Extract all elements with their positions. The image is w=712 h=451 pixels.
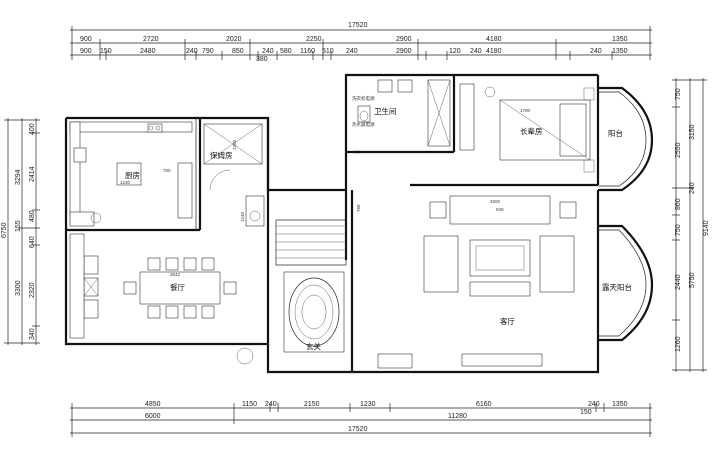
nanny-side-dim: 1240 [240,211,245,222]
top-dim: 2250 [306,36,322,43]
bath-note-1: 洗衣机电源 [352,95,375,102]
left-dim: 3294 [15,169,22,185]
top-dim: 2480 [140,48,156,55]
left-dim: 2414 [29,166,36,182]
top-dim: 120 [449,48,461,55]
bottom-dim: 2150 [304,401,320,408]
foyer-furniture [276,225,346,353]
top-dim: 580 [280,48,292,55]
kitchen-furniture [69,121,193,227]
nanny-label: 保姆房 [210,150,233,160]
right-dim: 860 [675,198,682,210]
sofa-dim: 760 [356,204,361,212]
bottom-dim: 1230 [360,401,376,408]
top-dim: 1350 [612,48,628,55]
left-dim: 400 [29,123,36,135]
top-dim: 900 [80,36,92,43]
bottom-dim: 150 [580,409,592,416]
top-dim: 2720 [143,36,159,43]
right-dim: 750 [675,88,682,100]
top-dim: 2020 [226,36,242,43]
bottom-dim: 4850 [145,401,161,408]
left-total-dim: 6750 [1,222,8,238]
walls [64,73,600,374]
bottom-dim: 6160 [476,401,492,408]
living-depth-dim: 940 [496,207,504,212]
annotations: 1230 700 1200 1240 1700 3200 940 760 254… [120,95,531,277]
left-dim: 480 [29,210,36,222]
top-dim: 240 [262,48,274,55]
right-dim: 3150 [689,124,696,140]
top-dim: 4180 [486,36,502,43]
nanny-dim: 1200 [232,139,237,150]
bottom-dim: 240 [265,401,277,408]
right-dim: 2440 [675,274,682,290]
bottom-dim: 1350 [612,401,628,408]
left-dim: 340 [29,328,36,340]
top-dim: 2900 [396,48,412,55]
nanny-furniture [203,123,265,227]
left-dim: 2320 [29,282,36,298]
top-dim: 2900 [396,36,412,43]
top-dim: 150 [100,48,112,55]
top-dim: 240 [346,48,358,55]
top-dim: 850 [232,48,244,55]
bottom-dim: 11280 [448,413,467,420]
bottom-dim: 1150 [242,401,257,408]
terrace-label: 露天阳台 [602,282,632,292]
table-dim: 2542 [170,272,181,277]
balcony-bays [598,86,654,342]
right-total-dim: 9140 [703,220,710,236]
right-dimension-lines: 9140 3150 5750 240 750 2550 860 750 2440… [672,78,710,372]
kitchen-label: 厨房 [125,170,140,180]
top-dim: 790 [202,48,214,55]
top-dimension-lines: 17520 900 2720 2020 2250 2900 4180 1350 … [70,22,652,63]
top-dim: 510 [322,48,334,55]
left-dim: 155 [15,220,22,232]
top-dim: 1160 [300,48,315,55]
left-dimension-lines: 6750 3294 3300 155 400 2414 480 640 2320… [1,118,40,345]
left-dim: 3300 [15,280,22,296]
top-dim: 240 [186,48,198,55]
kitchen-island-dim: 1230 [120,180,131,185]
dining-furniture [69,233,254,365]
bottom-dimension-lines: 4850 1150 240 2150 1230 6160 240 1350 15… [70,401,652,437]
bottom-dim: 240 [588,401,600,408]
kitchen-side-dim: 700 [163,168,171,173]
living-label: 客厅 [500,316,515,326]
top-dim: 4180 [486,48,502,55]
left-dim: 640 [29,236,36,248]
bottom-dim: 6000 [145,413,161,420]
right-dim: 1260 [675,336,682,352]
living-furniture [377,195,577,369]
right-dim: 2550 [675,142,682,158]
top-total-dim: 17520 [348,22,368,29]
right-dim: 240 [689,182,696,194]
top-dim: 240 [470,48,482,55]
living-width-dim: 3200 [490,199,501,204]
room-labels: 厨房 保姆房 餐厅 卫生间 长辈房 阳台 露天阳台 客厅 玄关 [125,106,632,351]
bath-label: 卫生间 [374,106,397,116]
balcony-label: 阳台 [608,128,623,138]
top-dim: 1350 [612,36,628,43]
bath-furniture [357,79,451,147]
top-dim: 240 [590,48,602,55]
top-dim-sub: 380 [256,56,268,63]
right-dim: 5750 [689,272,696,288]
bath-note-2: 热水器电源 [352,121,375,128]
top-dim: 900 [80,48,92,55]
bed-width-dim: 1700 [520,108,531,113]
master-label: 长辈房 [520,126,543,136]
master-furniture [459,83,595,173]
right-dim: 750 [675,224,682,236]
foyer-label: 玄关 [306,341,321,351]
dining-label: 餐厅 [170,283,185,292]
bottom-total-dim: 17520 [348,426,368,433]
